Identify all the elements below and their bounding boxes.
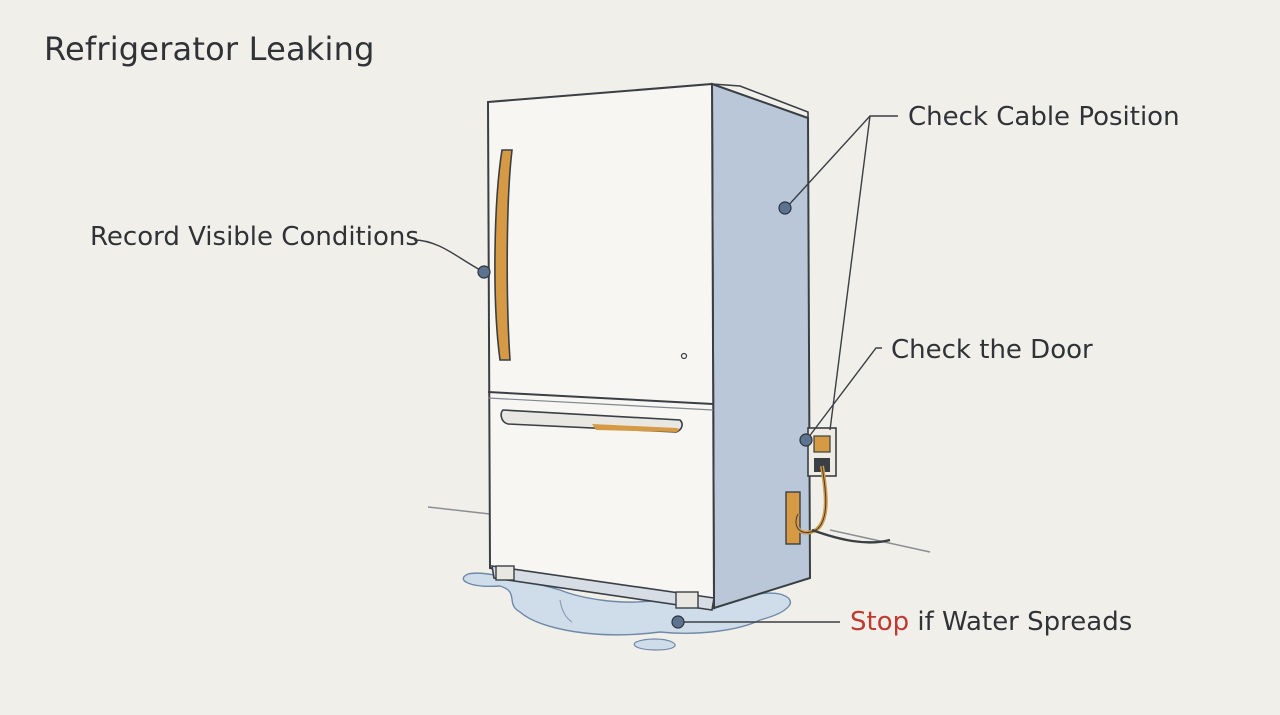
- leader-door: [807, 347, 882, 439]
- marker-dot-record: [477, 265, 491, 279]
- marker-dot-door: [799, 433, 813, 447]
- cable-trail: [811, 528, 891, 544]
- leader-cable-2: [829, 115, 871, 431]
- marker-dot-cable: [778, 201, 792, 215]
- upper-door-handle: [494, 149, 513, 361]
- callout-stop-if-water-spreads: Stop if Water Spreads: [850, 609, 1132, 635]
- fridge-base: [491, 565, 715, 611]
- stop-callout-text: if Water Spreads: [909, 607, 1133, 637]
- callout-check-cable-position: Check Cable Position: [908, 102, 1180, 132]
- water-puddle: [462, 572, 792, 651]
- callout-record-visible-conditions: Record Visible Conditions: [90, 222, 419, 252]
- fridge-front: [486, 82, 716, 610]
- diagram-title: Refrigerator Leaking: [44, 30, 375, 68]
- stop-emphasis-word: Stop: [850, 607, 910, 637]
- marker-dot-stop: [671, 615, 685, 629]
- outlet-lower: [785, 491, 801, 545]
- leader-record: [413, 239, 485, 273]
- floor-line-left: [427, 506, 491, 515]
- door-seam: [487, 391, 714, 405]
- callout-check-the-door: Check the Door: [891, 335, 1093, 365]
